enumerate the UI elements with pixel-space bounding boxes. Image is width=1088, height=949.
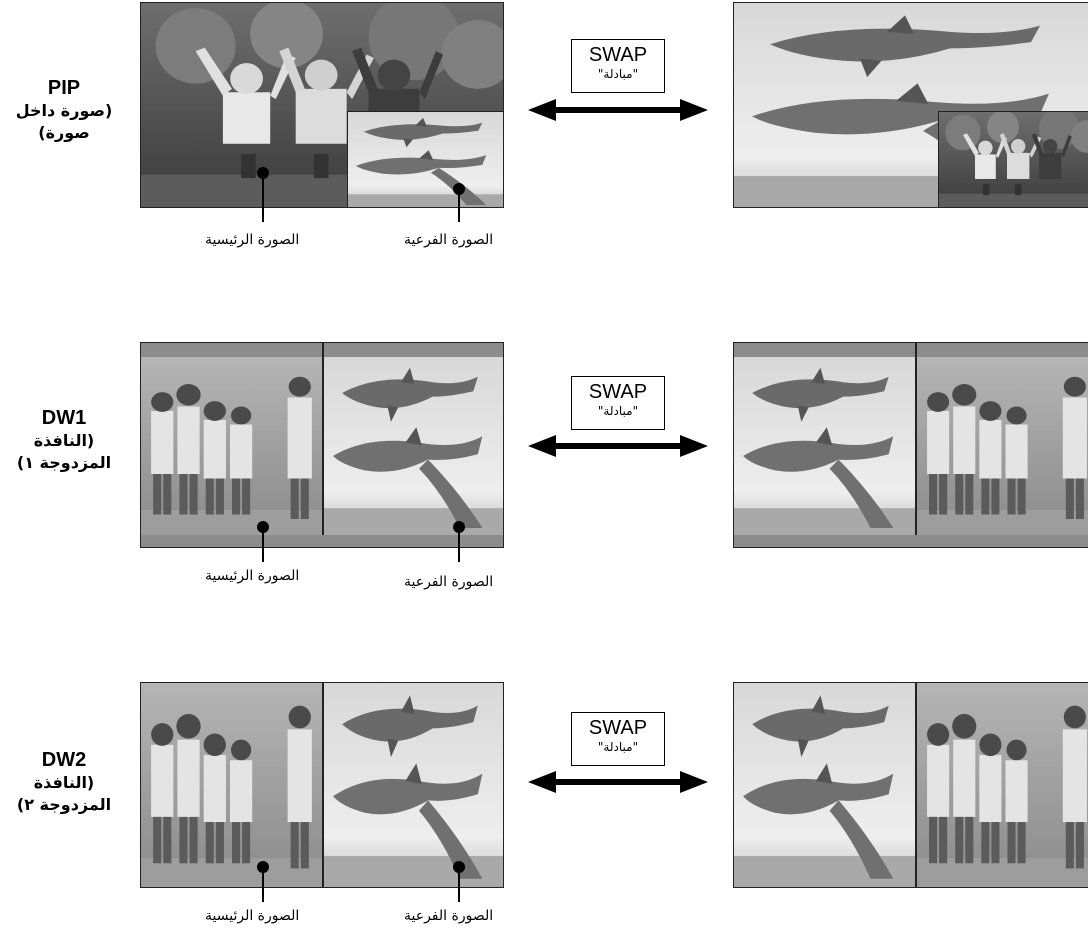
pip-inset-sub [347,111,503,207]
main-picture-dolphins [734,683,916,887]
double-arrow-icon [528,771,708,793]
sub-picture-dolphins [324,357,503,537]
mode-name: PIP [47,77,81,99]
pip-inset-sub [938,111,1088,207]
mode-desc-line2: المزدوجة ٢) [16,795,112,814]
sub-callout-line [458,866,460,902]
mode-desc-line1: (صورة داخل [15,101,113,120]
letterbox-bottom [734,535,1088,547]
sub-callout-line [458,188,460,222]
pane-divider [322,343,324,547]
swap-box: SWAP "مبادلة" [571,712,665,766]
swap-title: SWAP [588,381,648,403]
screen-after [733,342,1088,548]
swap-subtitle: "مبادلة" [597,404,639,418]
screen-before [140,342,504,548]
sub-callout-line [458,526,460,562]
main-picture-label: الصورة الرئيسية [205,232,300,248]
mode-desc-line2: المزدوجة ١) [16,453,112,472]
main-picture-kids [141,357,323,537]
screen-before [140,2,504,208]
sub-callout-dot [453,521,465,533]
double-arrow-icon [528,435,708,457]
sub-picture-people [939,112,1088,207]
row-pip: PIP (صورة داخل صورة) الصورة الرئيسية الص… [0,0,1088,260]
mode-label-pip: PIP (صورة داخل صورة) [0,76,128,144]
sub-picture-kids [917,357,1088,537]
sub-callout-dot [453,861,465,873]
pane-divider [322,683,324,887]
main-callout-line [262,170,264,222]
mode-label-dw2: DW2 (النافذة المزدوجة ٢) [0,748,128,816]
main-picture-dolphins [734,357,916,537]
sub-picture-dolphins [324,683,503,887]
swap-title: SWAP [588,44,648,66]
pane-divider [915,343,917,547]
sub-picture-label: الصورة الفرعية [404,574,494,590]
sub-picture-kids [917,683,1088,887]
screen-before [140,682,504,888]
mode-desc-line2: صورة) [38,123,90,142]
mode-name: DW2 [41,749,87,771]
sub-picture-label: الصورة الفرعية [404,908,494,924]
swap-title: SWAP [588,717,648,739]
swap-box: SWAP "مبادلة" [571,39,665,93]
main-callout-dot [257,521,269,533]
main-callout-line [262,526,264,562]
letterbox-bottom [141,535,503,547]
sub-picture-dolphins [348,112,503,207]
swap-subtitle: "مبادلة" [597,740,639,754]
main-picture-label: الصورة الرئيسية [205,568,300,584]
row-dw1: DW1 (النافذة المزدوجة ١) الصورة الرئيسية… [0,330,1088,600]
pane-divider [915,683,917,887]
main-callout-line [262,866,264,902]
mode-desc-line1: (النافذة [33,431,95,450]
main-picture-kids [141,683,323,887]
sub-picture-label: الصورة الفرعية [404,232,494,248]
main-picture-label: الصورة الرئيسية [205,908,300,924]
main-callout-dot [257,861,269,873]
swap-subtitle: "مبادلة" [597,67,639,81]
mode-name: DW1 [41,407,87,429]
swap-box: SWAP "مبادلة" [571,376,665,430]
screen-after [733,2,1088,208]
sub-callout-dot [453,183,465,195]
screen-after [733,682,1088,888]
mode-desc-line1: (النافذة [33,773,95,792]
letterbox-top [734,343,1088,357]
main-callout-dot [257,167,269,179]
row-dw2: DW2 (النافذة المزدوجة ٢) الصورة الرئيسية… [0,670,1088,949]
mode-label-dw1: DW1 (النافذة المزدوجة ١) [0,406,128,474]
double-arrow-icon [528,99,708,121]
